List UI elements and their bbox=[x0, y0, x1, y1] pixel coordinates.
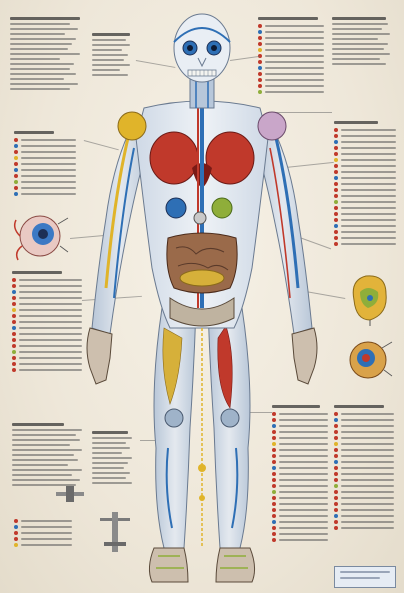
skull-icon bbox=[173, 13, 231, 83]
text-panel-left-lower bbox=[12, 268, 82, 373]
joint-diagram-icon bbox=[349, 341, 393, 379]
text-panel-top-right-2 bbox=[332, 14, 392, 68]
spine-icon bbox=[56, 486, 84, 502]
text-panel-top-left bbox=[10, 14, 88, 93]
text-panel-left-mid bbox=[14, 128, 76, 197]
text-panel-right-mid bbox=[334, 118, 396, 247]
text-panel-top-left-2 bbox=[92, 30, 134, 79]
text-panel-bottom-right-2 bbox=[334, 402, 394, 531]
spine-icon bbox=[100, 512, 130, 552]
text-panel-footer-left bbox=[14, 518, 72, 548]
text-panel-top-right bbox=[258, 14, 324, 95]
text-panel-bottom-right-1 bbox=[272, 402, 328, 543]
text-panel-bottom-left bbox=[12, 420, 86, 489]
human-figure-icon bbox=[86, 13, 318, 583]
eye-diagram-icon bbox=[13, 215, 69, 261]
legend-box bbox=[334, 566, 396, 588]
organ-diagram-icon bbox=[352, 275, 387, 326]
text-panel-bottom-left-2 bbox=[92, 428, 136, 487]
